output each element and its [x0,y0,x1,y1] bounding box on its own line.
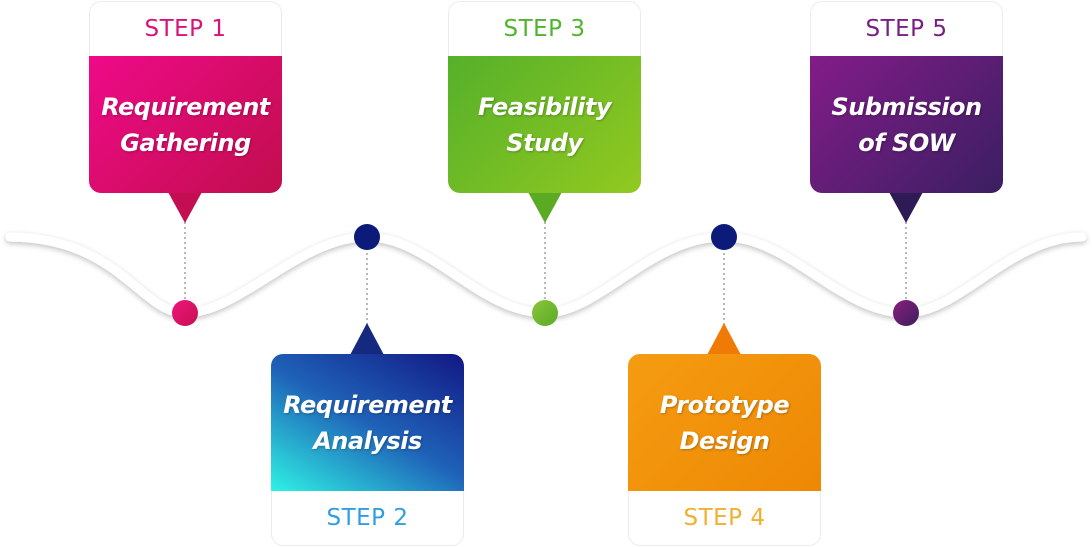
step-title-2-line-2: Analysis [313,426,422,455]
step-label-4: STEP 4 [628,491,821,546]
timeline-dot-2 [354,224,380,250]
step-body-1: Requirement Gathering [89,56,282,193]
timeline-dot-5 [893,300,919,326]
timeline-dot-4 [711,224,737,250]
step-body-3: Feasibility Study [448,56,641,193]
step-label-2: STEP 2 [271,491,464,546]
step-label-5: STEP 5 [810,1,1003,56]
step-card-4: Prototype Design STEP 4 [628,354,821,546]
pointer-step-3 [528,192,562,223]
step-title-3-line-2: Study [506,128,583,157]
step-title-4-line-2: Design [679,426,770,455]
step-title-5-line-1: Submission [831,92,982,121]
pointer-step-1 [168,192,202,223]
step-label-3: STEP 3 [448,1,641,56]
step-body-5: Submission of SOW [810,56,1003,193]
pointer-step-4 [707,323,741,355]
step-title-4-line-1: Prototype [659,390,790,419]
step-label-1: STEP 1 [89,1,282,56]
step-title-1-line-1: Requirement [101,92,270,121]
pointer-step-5 [889,192,923,223]
step-card-5: STEP 5 Submission of SOW [810,1,1003,193]
timeline-dot-3 [532,300,558,326]
step-card-3: STEP 3 Feasibility Study [448,1,641,193]
step-title-1-line-2: Gathering [120,128,251,157]
step-body-4: Prototype Design [628,354,821,491]
step-title-2-line-1: Requirement [283,390,452,419]
step-card-1: STEP 1 Requirement Gathering [89,1,282,193]
timeline-dot-1 [172,300,198,326]
step-card-2: Requirement Analysis STEP 2 [271,354,464,546]
pointer-step-2 [350,323,384,355]
step-title-3-line-1: Feasibility [478,92,612,121]
step-title-5-line-2: of SOW [858,128,955,157]
step-body-2: Requirement Analysis [271,354,464,491]
